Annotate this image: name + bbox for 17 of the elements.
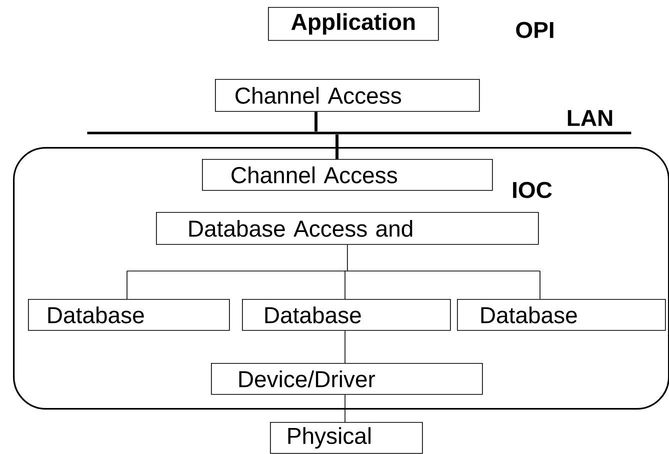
box: Physical: [270, 422, 423, 454]
box: Application: [268, 7, 439, 41]
box: Device/Driver: [211, 363, 483, 395]
bus-line: [87, 132, 632, 134]
box: Database Access and: [156, 212, 539, 245]
box: Database: [28, 299, 230, 331]
connector-line: [126, 244, 540, 300]
connector-line: [336, 134, 338, 159]
side-label: OPI: [516, 22, 554, 38]
box: Database: [242, 299, 451, 331]
bus-label: LAN: [568, 110, 612, 126]
box: Channel Access: [215, 79, 480, 112]
connector-line: [314, 112, 318, 132]
box: Database: [457, 299, 666, 331]
connector-line: [344, 394, 346, 422]
connector-line: [344, 330, 346, 364]
box: Channel Access: [202, 158, 493, 191]
